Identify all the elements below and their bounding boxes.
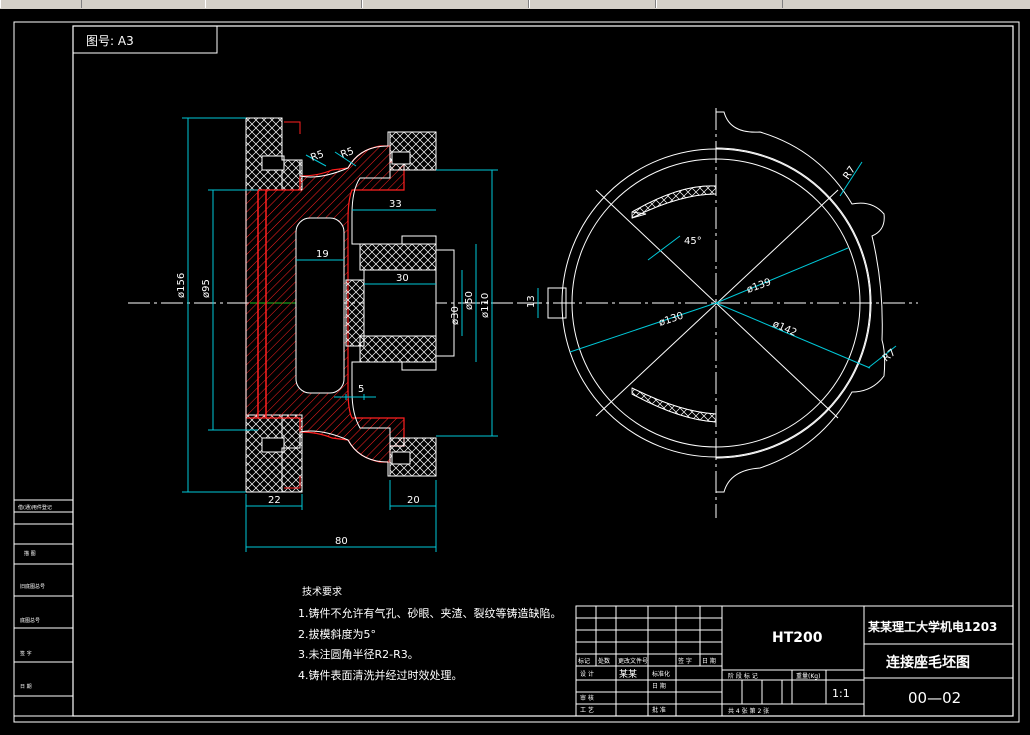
rev-header: 处数 [598,657,610,665]
dim-label: 22 [268,495,281,506]
drawing-canvas[interactable]: 图号: A3 借(通)用件登记 描 图 旧底图总号 底图总号 签 字 日 期 [0,9,1030,731]
check-label: 审 核 [580,694,594,702]
dim-label: R5 [339,146,355,161]
section-view [128,117,520,493]
scale-value: 1:1 [832,687,850,700]
title-block-grid [575,605,1014,717]
side-block [13,499,74,717]
sheet-count: 共 4 张 第 2 张 [728,707,769,715]
side-row: 旧底图总号 [20,583,45,590]
dim-label: 20 [407,495,420,506]
dim-label: R7 [841,165,858,182]
dim-label: ø142 [771,319,799,339]
dim-label: ø110 [480,293,491,318]
side-row: 签 字 [20,650,32,657]
tech-item: 2.拔模斜度为5° [298,628,376,641]
dim-label: ø130 [658,311,685,329]
toolbar-segment[interactable] [529,0,656,8]
dim-label: ø95 [201,279,212,298]
std-label: 标准化 [652,670,670,678]
tech-title: 技术要求 [302,587,342,598]
drawing-name: 连接座毛坯图 [886,654,970,671]
school-name: 某某理工大学机电1203 [868,619,997,634]
dim-label: ø30 [450,306,461,325]
date-label: 日 期 [652,682,666,690]
dim-label: 13 [526,295,537,308]
dim-label: 30 [396,273,409,284]
section-dimensions [182,117,498,552]
dim-label: ø156 [176,273,187,298]
toolbar-segment[interactable] [205,0,362,8]
end-view-hatch [631,185,717,423]
tech-item: 3.未注圆角半径R2-R3。 [298,648,419,661]
rev-header: 日 期 [702,657,716,665]
process-label: 工 艺 [580,706,594,714]
section-dim-text: ø156 ø95 33 19 30 ø30 ø50 ø110 5 22 20 8… [176,146,491,547]
designer-label: 设 计 [580,670,594,678]
sheet-size-box [72,25,218,54]
approve-label: 批 准 [652,706,666,714]
title-block-small-labels: 标记 处数 更改文件号 签 字 日 期 设 计 标准化 审 核 工 艺 批 准 … [578,657,820,715]
inner-border [72,25,1014,717]
side-row: 描 图 [24,550,36,557]
dim-label: 33 [389,199,402,210]
dim-label: 45° [684,236,702,247]
tech-item: 1.铸件不允许有气孔、砂眼、夹渣、裂纹等铸造缺陷。 [298,607,562,620]
side-row: 底图总号 [20,617,40,624]
dim-label: ø139 [745,277,772,296]
tech-item: 4.铸件表面清洗并经过时效处理。 [298,669,463,682]
dim-label: 19 [316,249,329,260]
cad-drawing: 图号: A3 借(通)用件登记 描 图 旧底图总号 底图总号 签 字 日 期 [13,21,1020,723]
side-row: 日 期 [20,684,32,690]
end-view-dimensions [537,161,897,369]
designer-name: 某某 [619,669,637,680]
rev-header: 更改文件号 [618,657,648,665]
end-view [520,108,918,518]
dim-label: 5 [358,384,364,395]
mark-header: 阶 段 标 记 [728,672,758,680]
dim-label: ø50 [464,291,475,310]
rev-header: 标记 [578,657,590,665]
dim-label: R7 [881,347,898,364]
side-block-labels: 借(通)用件登记 描 图 旧底图总号 底图总号 签 字 日 期 [18,504,52,690]
toolbar-segment[interactable] [656,0,783,8]
outer-border [13,21,1020,723]
drawing-number: 00—02 [908,689,961,707]
dim-label: R5 [309,149,325,164]
toolbar-segment[interactable] [0,0,82,8]
scale-header: 重量(Kg) [796,672,820,680]
dim-label: 80 [335,536,348,547]
sheet-size-label: 图号: A3 [86,34,134,48]
material-label: HT200 [772,630,823,646]
rev-header: 签 字 [678,657,692,665]
side-row: 借(通)用件登记 [18,504,52,511]
toolbar-segment[interactable] [362,0,529,8]
